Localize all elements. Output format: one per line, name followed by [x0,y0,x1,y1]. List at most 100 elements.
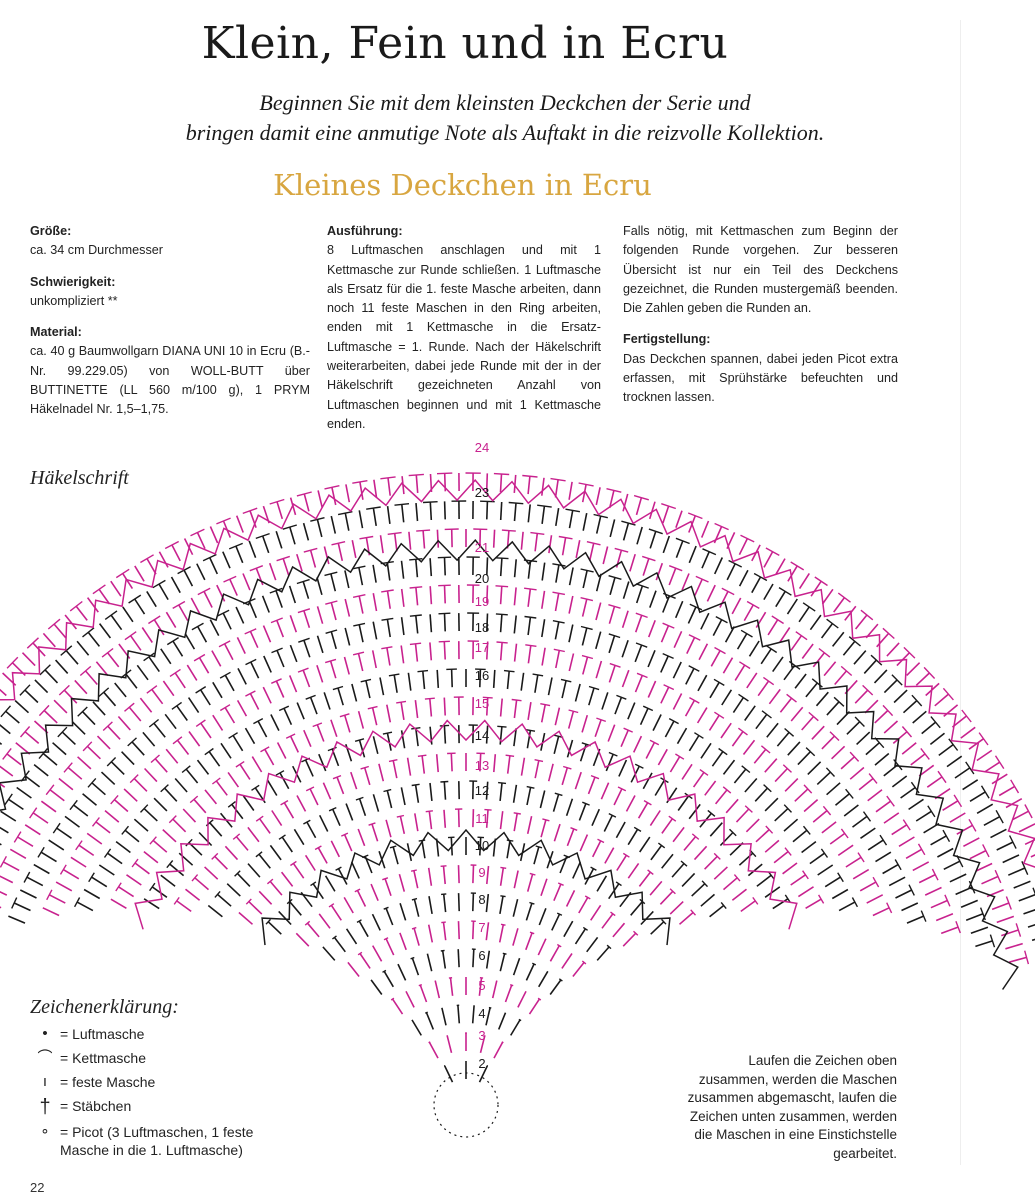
stitch-mark [603,547,607,565]
stitch-mark [445,614,446,632]
stitch-bar [542,819,549,821]
stitch-bar [1011,780,1019,793]
stitch-mark [634,736,642,752]
stitch-mark [893,732,907,744]
stitch-mark [1005,944,1022,949]
stitch-bar [116,569,129,577]
stitch-mark [415,813,418,831]
stitch-mark [352,540,356,558]
stitch-mark [380,678,384,696]
stitch-mark [359,625,363,643]
stitch-mark [514,700,516,718]
stitch-mark [860,882,876,891]
stitch-mark [344,897,353,913]
stitch-mark [186,769,197,783]
stitch-mark [662,626,669,643]
stitch-mark [387,619,390,637]
stitch-mark [649,620,656,637]
stitch-mark [72,722,85,735]
stitch-mark [873,908,889,916]
stitch-mark [444,810,445,828]
stitch-mark [345,657,350,674]
stitch-mark [178,740,189,754]
stitch-mark [950,813,965,822]
stitch-bar [714,679,724,685]
stitch-mark [347,929,357,944]
stitch-mark [379,764,383,781]
legend-title: Zeichenerklärung: [30,996,300,1019]
stitch-mark [922,722,936,733]
stitch-mark [49,840,64,850]
stitch-mark [260,819,271,834]
stitch-mark [720,833,733,846]
stitch-mark [205,790,216,804]
stitch-mark [93,702,105,715]
stitch-bar [140,555,153,563]
stitch-mark [486,894,488,912]
stitch-bar [102,649,113,658]
stitch-mark [602,692,608,709]
stitch-mark [0,722,10,733]
stitch-mark [526,964,534,980]
stitch-bar [502,1042,504,1043]
stitch-mark [641,708,648,724]
stitch-mark [394,675,397,693]
stitch-mark [542,563,545,581]
stitch-mark [984,817,1000,826]
stitch-bar [509,503,524,504]
stitch-bar [93,585,106,594]
stitch-bar [819,649,830,658]
stitch-bar [895,860,901,870]
stitch-bar [194,655,205,661]
stitch-mark [1003,855,1019,863]
stitch-mark [429,811,431,829]
stitch-mark [927,777,942,787]
stitch-mark [513,899,517,917]
stitch-mark [268,922,281,934]
stitch-mark [9,799,24,809]
stitch-bar [439,613,451,614]
stitch-mark [716,790,727,804]
stitch-bar [24,872,30,883]
stitch-mark [76,606,87,620]
stitch-mark [338,688,343,705]
stitch-bar [738,728,747,735]
stitch-mark [567,890,575,906]
stitch-mark [575,772,581,789]
stitch-mark [550,946,559,962]
stitch-mark [894,690,907,702]
stitch-mark [501,474,502,492]
stitch-mark [694,772,704,787]
stitch-mark [499,1013,506,1030]
stitch-mark [311,697,317,714]
stitch-bar [557,945,561,947]
stitch-bar [205,749,214,755]
stitch-mark [373,593,376,611]
stitch-mark [232,804,243,818]
round-number-label: 7 [478,920,485,935]
page-number: 22 [30,1180,44,1195]
stitch-mark [528,589,530,607]
stitch-mark [614,789,622,805]
stitch-mark [615,697,621,714]
stitch-mark [977,804,993,813]
stitch-mark [630,554,635,571]
stitch-mark [459,809,460,827]
stitch-mark [662,819,673,834]
stitch-mark [317,725,324,742]
stitch-mark [892,776,906,787]
stitch-mark [179,605,188,621]
stitch-mark [373,794,378,811]
stitch-bar [537,505,552,507]
stitch-mark [748,864,762,876]
stitch-mark [346,484,349,502]
stitch-bar [689,698,699,704]
stitch-bar [149,720,158,728]
stitch-mark [282,872,293,886]
stitch-mark [931,836,947,845]
stitch-mark [20,890,36,898]
stitch-mark [184,570,192,586]
stitch-mark [715,558,723,574]
stitch-mark [63,870,79,879]
stitch-mark [331,603,336,620]
